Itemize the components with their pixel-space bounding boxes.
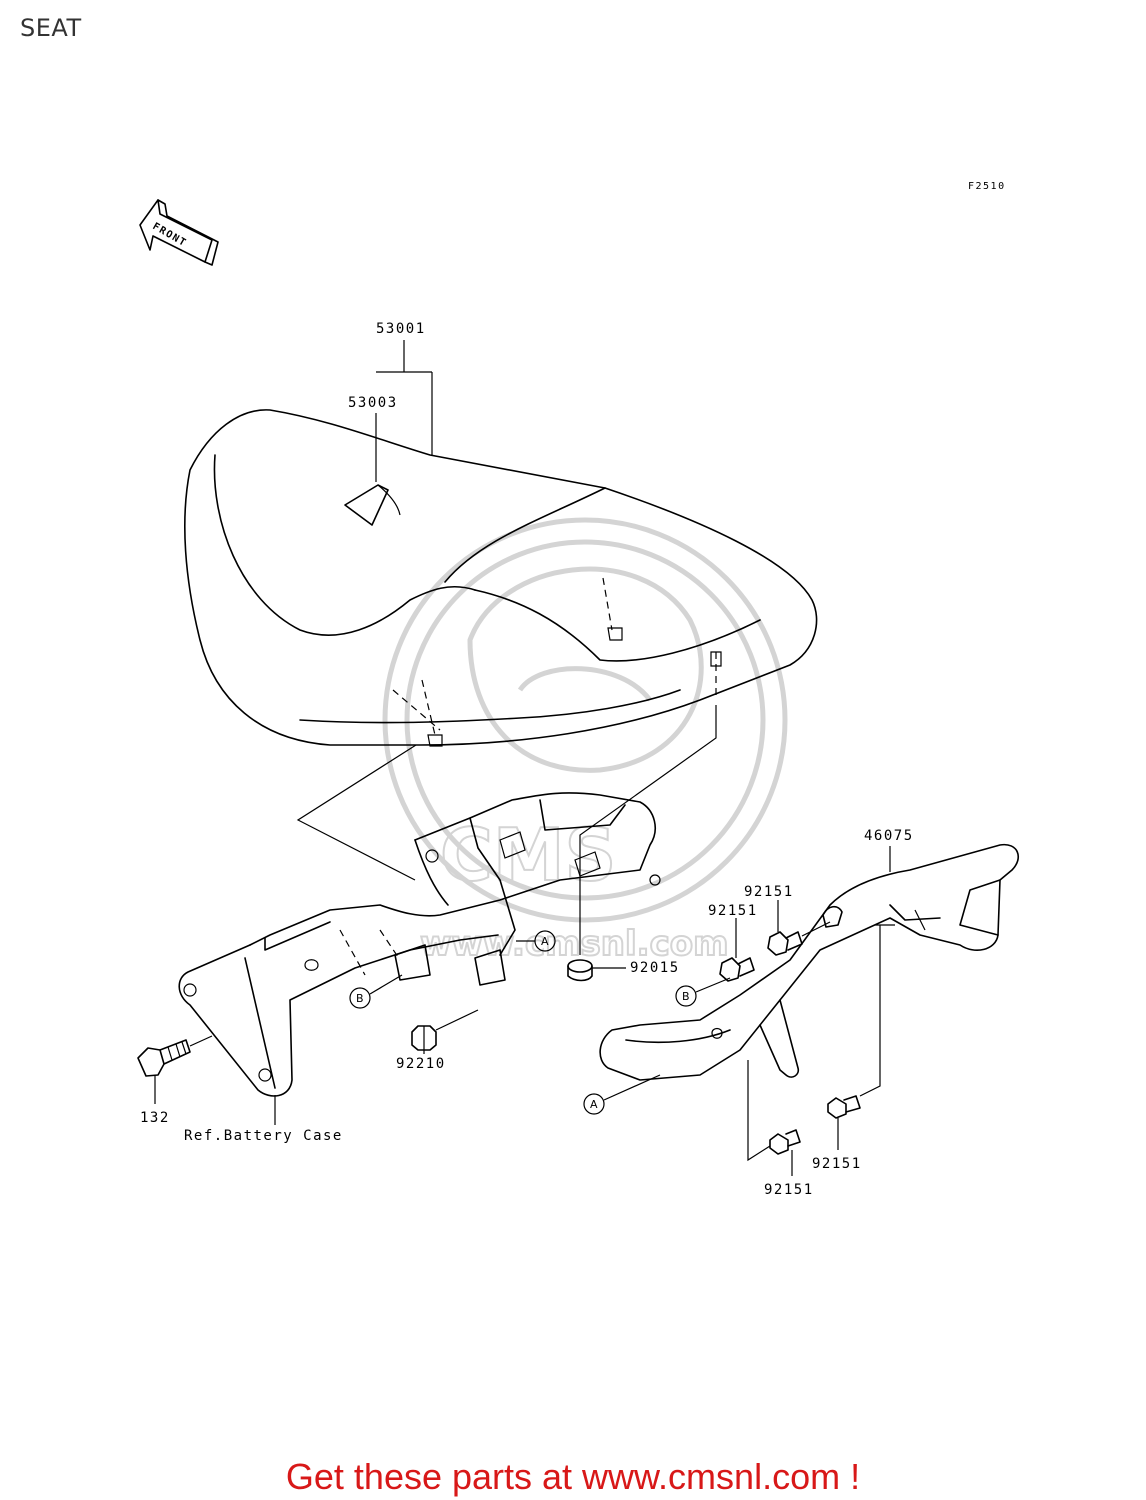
part-label-92151-b: 92151: [708, 903, 758, 919]
front-arrow-icon: FRONT: [139, 199, 219, 266]
bolt-92151-second: [719, 918, 755, 982]
svg-text:A: A: [541, 935, 549, 948]
footer-cta-link[interactable]: Get these parts at www.cmsnl.com !: [285, 1456, 861, 1497]
part-label-92151-c: 92151: [764, 1182, 814, 1198]
reference-note: Ref.Battery Case: [184, 1128, 343, 1144]
watermark-logo: CMS www.cmsnl.com: [382, 517, 788, 965]
svg-text:B: B: [356, 992, 364, 1005]
part-label-53001: 53001: [376, 321, 426, 337]
nut-92210: [411, 1009, 479, 1054]
bolt-132: [137, 1035, 213, 1104]
nut-92015: [567, 959, 626, 982]
bolt-92151-top: [767, 900, 831, 956]
callout-b-left: B: [349, 974, 403, 1009]
part-label-53003: 53003: [348, 395, 398, 411]
part-label-92015: 92015: [630, 960, 680, 976]
callout-a-right: A: [583, 1074, 661, 1115]
part-label-92210: 92210: [396, 1056, 446, 1072]
part-label-92151-a: 92151: [744, 884, 794, 900]
seat-illustration: [183, 409, 818, 747]
callout-a-left: A: [516, 930, 556, 952]
watermark-cms-text: CMS: [440, 813, 616, 897]
part-label-132: 132: [140, 1110, 170, 1126]
page-title: SEAT: [20, 14, 82, 42]
part-label-46075: 46075: [864, 828, 914, 844]
part-label-92151-d: 92151: [812, 1156, 862, 1172]
svg-text:A: A: [590, 1098, 598, 1111]
callout-b-right: B: [675, 977, 731, 1007]
watermark-url-text: www.cmsnl.com: [420, 924, 729, 964]
bolt-92151-lower-right: [827, 925, 881, 1150]
left-seat-bracket: [178, 792, 661, 1097]
bolt-92151-bottom: [747, 1060, 801, 1176]
svg-text:B: B: [682, 990, 690, 1003]
figure-code: F2510: [968, 181, 1006, 192]
grab-bar-46075: [599, 843, 1020, 1081]
